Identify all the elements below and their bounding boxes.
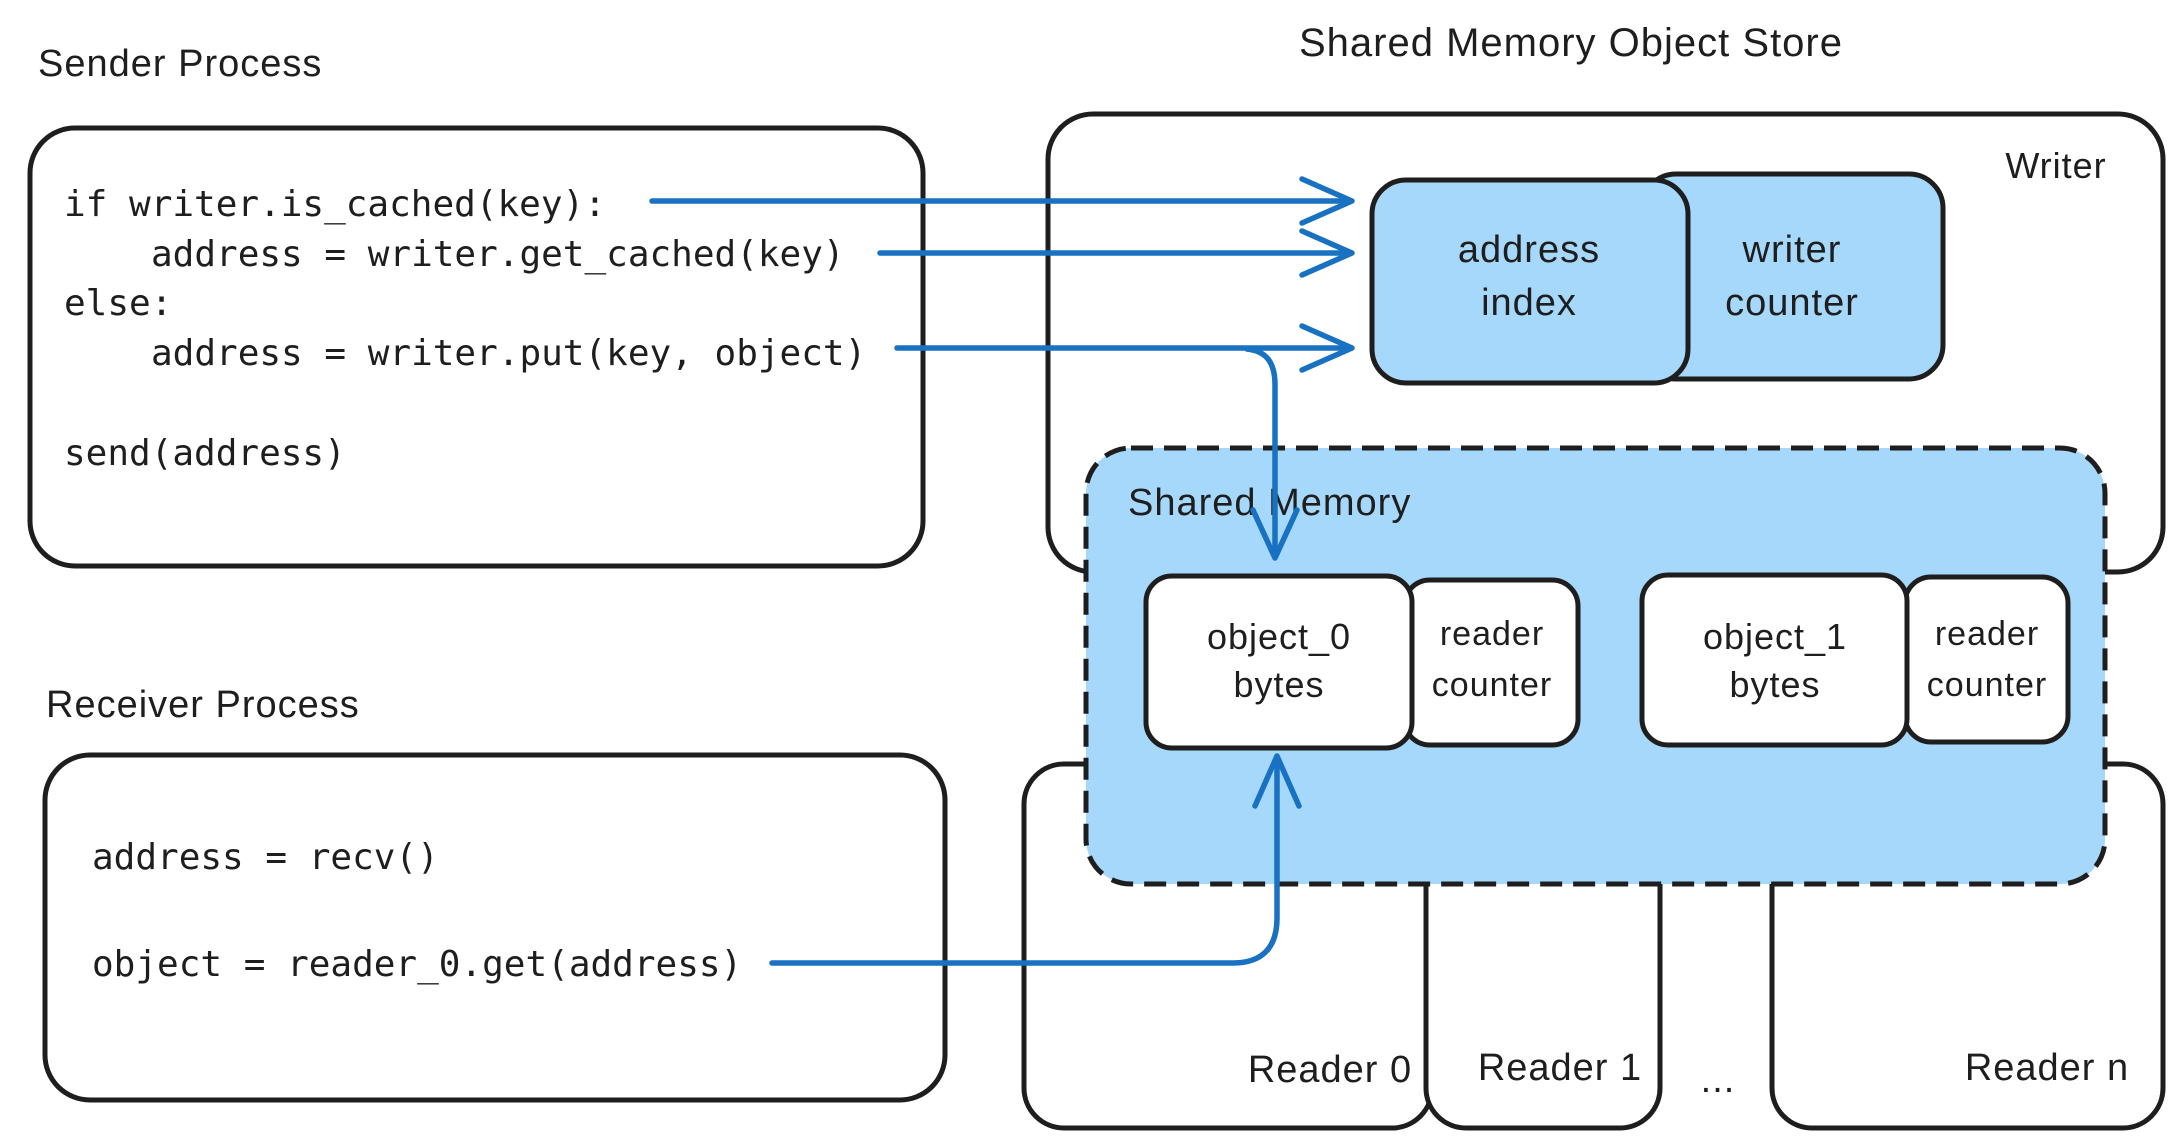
sender-code: if writer.is_cached(key): address = writ… [64, 184, 866, 474]
reader-counter-1-cell [1902, 574, 2071, 745]
writer-counter-line1: writer [1742, 229, 1842, 271]
sender-code-line-4: address = writer.put(key, object) [151, 333, 866, 374]
object-0-line2: bytes [1233, 664, 1324, 705]
sender-code-line-3: else: [64, 283, 172, 324]
receiver-code-line-1: address = recv() [92, 837, 439, 878]
object-0-line1: object_0 [1207, 616, 1351, 657]
address-index-line2: index [1481, 282, 1577, 324]
shared-memory-region [1083, 445, 2108, 887]
shared-memory-label: Shared Memory [1128, 482, 1411, 524]
receiver-process-box [42, 752, 948, 1103]
receiver-code: address = recv() object = reader_0.get(a… [92, 837, 742, 985]
object-1-cell [1639, 572, 1910, 748]
object-0-cell [1143, 573, 1415, 751]
arrow-put-to-address-index [894, 323, 1355, 373]
address-index-cell [1369, 177, 1691, 386]
diagram-title: Shared Memory Object Store [1299, 21, 1843, 65]
sender-code-line-5: send(address) [64, 433, 346, 474]
arrow-reader-get-to-object-0 [769, 753, 1302, 966]
reader-n-label: Reader n [1965, 1047, 2129, 1089]
arrow-is-cached-to-address-index [649, 176, 1355, 226]
writer-counter-line2: counter [1725, 282, 1859, 324]
reader-counter-0-line2: counter [1432, 666, 1552, 704]
reader-1-label: Reader 1 [1478, 1047, 1642, 1089]
arrow-get-cached-to-address-index [877, 228, 1355, 278]
receiver-code-line-2: object = reader_0.get(address) [92, 944, 742, 985]
writer-label: Writer [2005, 145, 2106, 186]
object-1-line2: bytes [1729, 664, 1820, 705]
readers-ellipsis: ... [1701, 1059, 1736, 1101]
receiver-process-label: Receiver Process [46, 684, 360, 726]
sender-code-line-2: address = writer.get_cached(key) [151, 234, 845, 275]
reader-0-label: Reader 0 [1248, 1049, 1412, 1091]
reader-counter-1-line1: reader [1935, 615, 2039, 653]
connector-arrows [649, 176, 1355, 966]
sender-code-line-1: if writer.is_cached(key): [64, 184, 606, 225]
reader-counter-1-line2: counter [1927, 666, 2047, 704]
arrow-put-to-object-0 [1244, 346, 1300, 561]
reader-counter-0-cell [1401, 577, 1581, 748]
reader-counter-0-line1: reader [1440, 615, 1544, 653]
address-index-line1: address [1458, 229, 1600, 271]
sender-process-label: Sender Process [38, 43, 322, 85]
object-1-line1: object_1 [1703, 616, 1847, 657]
